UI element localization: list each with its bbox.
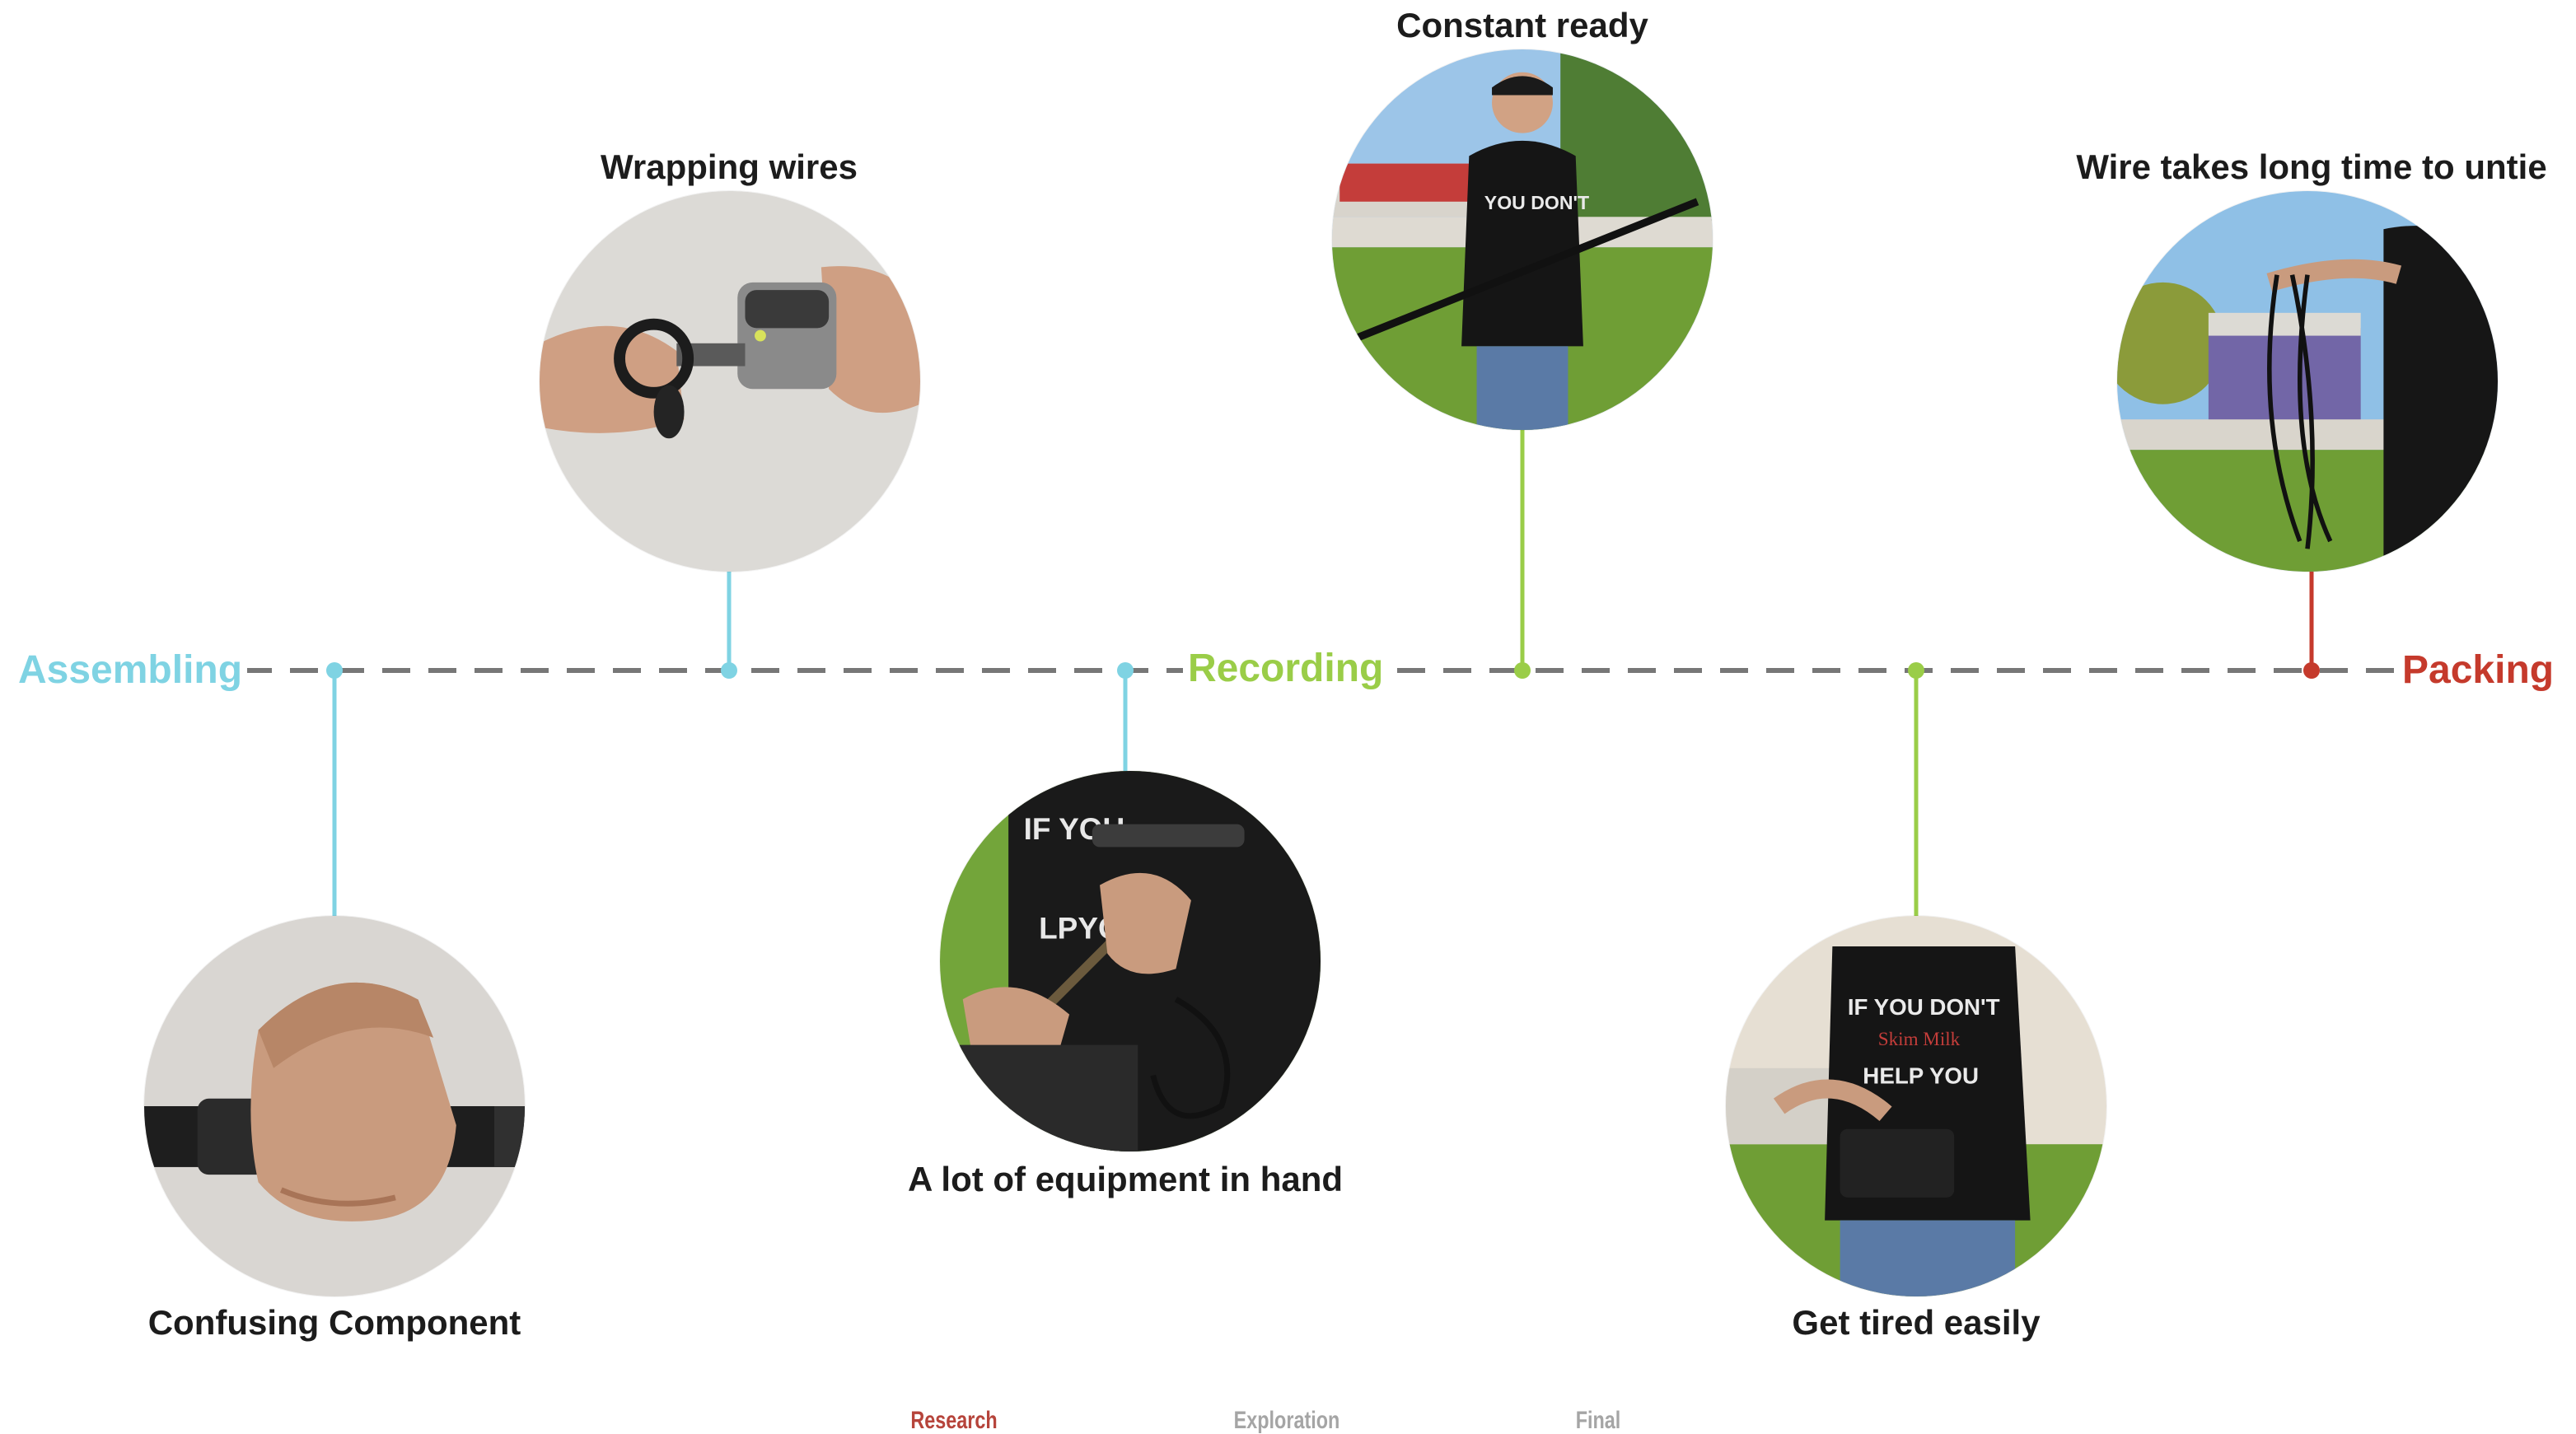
caption-equipment-in-hand: A lot of equipment in hand: [907, 1160, 1344, 1198]
nav-final[interactable]: Final: [1575, 1407, 1621, 1434]
photo-get-tired: IF YOU DON'T Skim Milk HELP YOU: [1726, 916, 2106, 1296]
svg-text:YOU DON'T: YOU DON'T: [1484, 192, 1589, 213]
caption-confusing-component: Confusing Component: [147, 1303, 521, 1342]
caption-wrapping-wires: Wrapping wires: [601, 147, 858, 186]
svg-text:Skim Milk: Skim Milk: [1878, 1028, 1961, 1049]
photo-wrapping-wires: [540, 191, 920, 572]
svg-text:HELP YOU: HELP YOU: [1863, 1063, 1979, 1088]
photo-confusing-component: [144, 916, 525, 1296]
timeline-dot: [1514, 662, 1531, 679]
phase-label-recording: Recording: [1183, 649, 1389, 689]
timeline-dot: [721, 662, 737, 679]
timeline-dot: [2303, 662, 2320, 679]
nav-exploration[interactable]: Exploration: [1233, 1407, 1340, 1434]
caption-wire-untie: Wire takes long time to untie: [2076, 147, 2547, 186]
photo-wire-untie: [2117, 191, 2498, 572]
phase-label-packing: Packing: [2397, 651, 2560, 690]
timeline-dot: [1117, 662, 1134, 679]
timeline-dot: [326, 662, 343, 679]
photo-equipment-in-hand: IF YOU LPYOU: [940, 771, 1321, 1151]
svg-text:IF YOU DON'T: IF YOU DON'T: [1848, 994, 2000, 1020]
caption-get-tired: Get tired easily: [1792, 1303, 2041, 1342]
caption-constant-ready: Constant ready: [1396, 6, 1648, 44]
phase-label-assembling: Assembling: [13, 651, 248, 690]
timeline-dot: [1908, 662, 1924, 679]
photo-constant-ready: YOU DON'T: [1332, 49, 1713, 430]
nav-research[interactable]: Research: [910, 1407, 998, 1434]
